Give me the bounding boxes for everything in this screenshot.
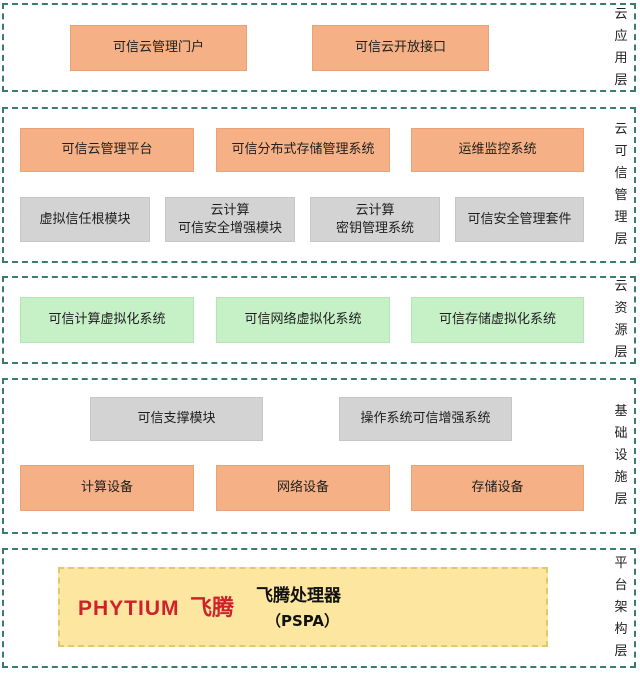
trusted-cloud-portal-box: 可信云管理门户 xyxy=(70,25,247,71)
os-trust-enhancement-box: 操作系统可信增强系统 xyxy=(339,397,512,441)
trusted-network-virtualization-box: 可信网络虚拟化系统 xyxy=(216,297,390,343)
ops-monitoring-system-box: 运维监控系统 xyxy=(411,128,584,172)
cloud-trusted-security-enhance-box: 云计算 可信安全增强模块 xyxy=(165,197,295,242)
network-device-box: 网络设备 xyxy=(216,465,390,511)
phytium-logo-chinese: 飞腾 xyxy=(190,596,235,621)
trusted-cloud-mgmt-platform-box: 可信云管理平台 xyxy=(20,128,194,172)
trusted-distributed-storage-box: 可信分布式存储管理系统 xyxy=(216,128,390,172)
trusted-security-mgmt-suite-box: 可信安全管理套件 xyxy=(455,197,584,242)
compute-device-box: 计算设备 xyxy=(20,465,194,511)
storage-device-box: 存储设备 xyxy=(411,465,584,511)
processor-title: 飞腾处理器 xyxy=(256,586,341,606)
phytium-logo-text: PHYTIUM xyxy=(78,597,180,620)
cloud-trust-management-layer-label: 云 可 信 管 理 层 xyxy=(614,122,628,247)
infrastructure-layer-label: 基 础 设 施 层 xyxy=(614,404,628,507)
processor-subtitle: （PSPA） xyxy=(266,612,340,630)
cloud-application-layer-label: 云 应 用 层 xyxy=(614,6,628,88)
platform-architecture-layer-label: 平 台 架 构 层 xyxy=(614,556,628,659)
trusted-storage-virtualization-box: 可信存储虚拟化系统 xyxy=(411,297,584,343)
phytium-processor-box xyxy=(58,567,548,647)
virtual-root-of-trust-box: 虚拟信任根模块 xyxy=(20,197,150,242)
trusted-compute-virtualization-box: 可信计算虚拟化系统 xyxy=(20,297,194,343)
trusted-cloud-open-interface-box: 可信云开放接口 xyxy=(312,25,489,71)
trusted-support-module-box: 可信支撑模块 xyxy=(90,397,263,441)
cloud-key-management-box: 云计算 密钥管理系统 xyxy=(310,197,440,242)
cloud-resource-layer-label: 云 资 源 层 xyxy=(614,279,628,360)
